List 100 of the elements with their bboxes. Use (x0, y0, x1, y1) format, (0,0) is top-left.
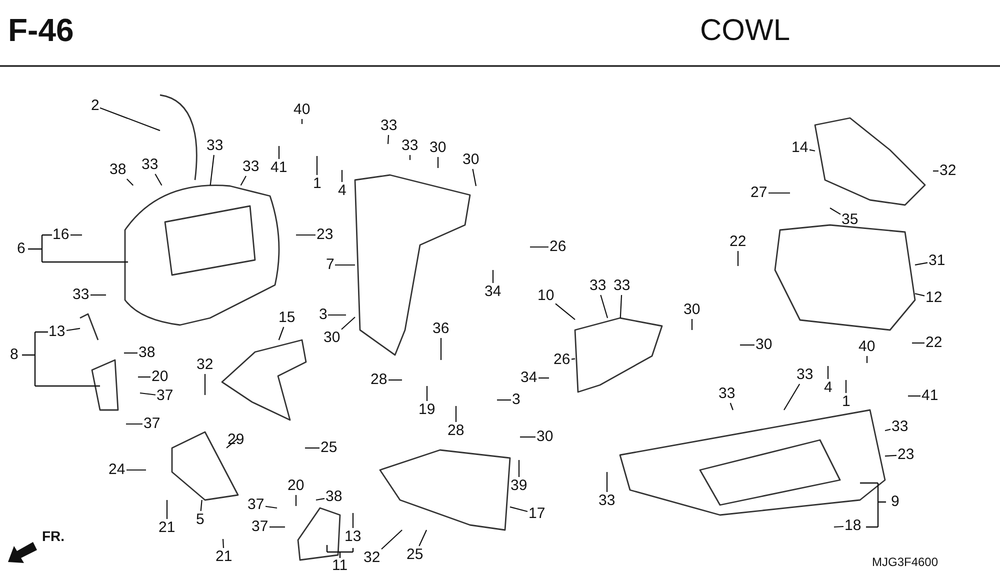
callout-number: 24 (108, 461, 126, 479)
callout-number: 21 (158, 519, 176, 537)
leader-line (784, 384, 800, 410)
callout-number: 31 (928, 252, 946, 270)
callout-number: 33 (72, 286, 90, 304)
callout-number: 33 (380, 117, 398, 135)
leader-line (126, 469, 146, 471)
callout-number: 30 (428, 139, 448, 157)
leader-line (295, 495, 297, 506)
callout-number: 13 (48, 323, 66, 341)
callout-number: 15 (278, 309, 296, 327)
callout-number: 5 (195, 511, 206, 529)
leader-line (538, 377, 549, 379)
side-cover-drawing (619, 409, 886, 516)
callout-number: 32 (362, 549, 382, 567)
leader-line (305, 447, 320, 449)
callout-number: 40 (292, 101, 312, 119)
leader-line (600, 294, 608, 318)
section-number: F-46 (8, 12, 74, 49)
direction-label: FR. (42, 528, 65, 544)
callout-number: 26 (548, 238, 568, 256)
leader-line (497, 399, 511, 401)
callout-number: 37 (142, 415, 162, 433)
callout-number: 3 (318, 306, 328, 324)
leader-line (518, 460, 520, 477)
callout-number: 1 (841, 393, 852, 411)
callout-number: 36 (432, 320, 450, 338)
leader-line (437, 157, 439, 168)
callout-number: 26 (552, 351, 572, 369)
leader-line (388, 379, 402, 381)
callout-number: 17 (528, 505, 546, 523)
leader-line (210, 154, 214, 186)
callout-number: 33 (718, 385, 736, 403)
leader-line (691, 319, 693, 330)
leader-line (571, 358, 576, 360)
wire-harness-drawing (160, 94, 198, 180)
leader-line (827, 366, 829, 379)
leader-line (100, 107, 160, 132)
leader-line (730, 402, 734, 410)
callout-number: 37 (250, 518, 270, 536)
leader-line (200, 500, 202, 512)
leader-line (492, 270, 494, 283)
leader-line (126, 423, 142, 425)
callout-number: 33 (890, 418, 910, 436)
callout-number: 34 (520, 369, 538, 387)
leader-line (296, 234, 316, 236)
leader-line (335, 264, 355, 266)
callout-number: 30 (536, 428, 554, 446)
callout-number: 22 (924, 334, 944, 352)
leader-line (912, 342, 924, 344)
callout-number: 34 (484, 283, 502, 301)
callout-number: 33 (242, 158, 260, 176)
callout-number: 4 (337, 182, 348, 200)
leader-line (90, 294, 106, 296)
callout-number: 33 (206, 137, 224, 155)
leader-line (341, 170, 343, 182)
callout-number: 30 (322, 329, 342, 347)
leader-line (352, 513, 354, 528)
leader-line (140, 392, 156, 396)
leader-line (166, 500, 168, 519)
callout-number: 20 (286, 477, 306, 495)
leader-line (606, 472, 608, 492)
leader-line (124, 352, 138, 354)
callout-number: 21 (214, 548, 234, 566)
leader-line (520, 436, 536, 438)
side-piece-drawing (91, 359, 119, 411)
leader-line (426, 386, 428, 401)
upper-cover-drawing (814, 117, 926, 206)
callout-number: 38 (324, 488, 344, 506)
leader-line (620, 294, 622, 318)
callout-number: 33 (612, 277, 632, 295)
callout-number: 30 (682, 301, 702, 319)
leader-line (914, 293, 925, 296)
callout-number: 1 (312, 175, 322, 193)
leader-line (301, 119, 303, 124)
leader-line (138, 376, 150, 378)
callout-number: 29 (226, 431, 246, 449)
leader-line (914, 262, 928, 266)
callout-number: 37 (246, 496, 266, 514)
callout-number: 6 (16, 240, 26, 258)
leader-line (154, 174, 162, 186)
leader-line (510, 506, 528, 512)
callout-number: 25 (320, 439, 338, 457)
callout-number: 9 (890, 493, 900, 511)
callout-number: 7 (325, 256, 336, 274)
callout-number: 33 (796, 366, 814, 384)
callout-number: 41 (920, 387, 940, 405)
callout-number: 32 (938, 162, 958, 180)
leader-line (387, 134, 390, 144)
leader-line (409, 155, 411, 160)
callout-number: 39 (510, 477, 528, 495)
callout-number: 4 (823, 379, 834, 397)
leader-line (768, 192, 790, 194)
leader-line (278, 326, 284, 340)
callout-number: 38 (138, 344, 156, 362)
leader-line (845, 380, 847, 393)
inner-cover-drawing (124, 184, 280, 326)
leader-line (316, 498, 325, 501)
leader-line (222, 538, 224, 548)
page-title: COWL (700, 14, 790, 48)
